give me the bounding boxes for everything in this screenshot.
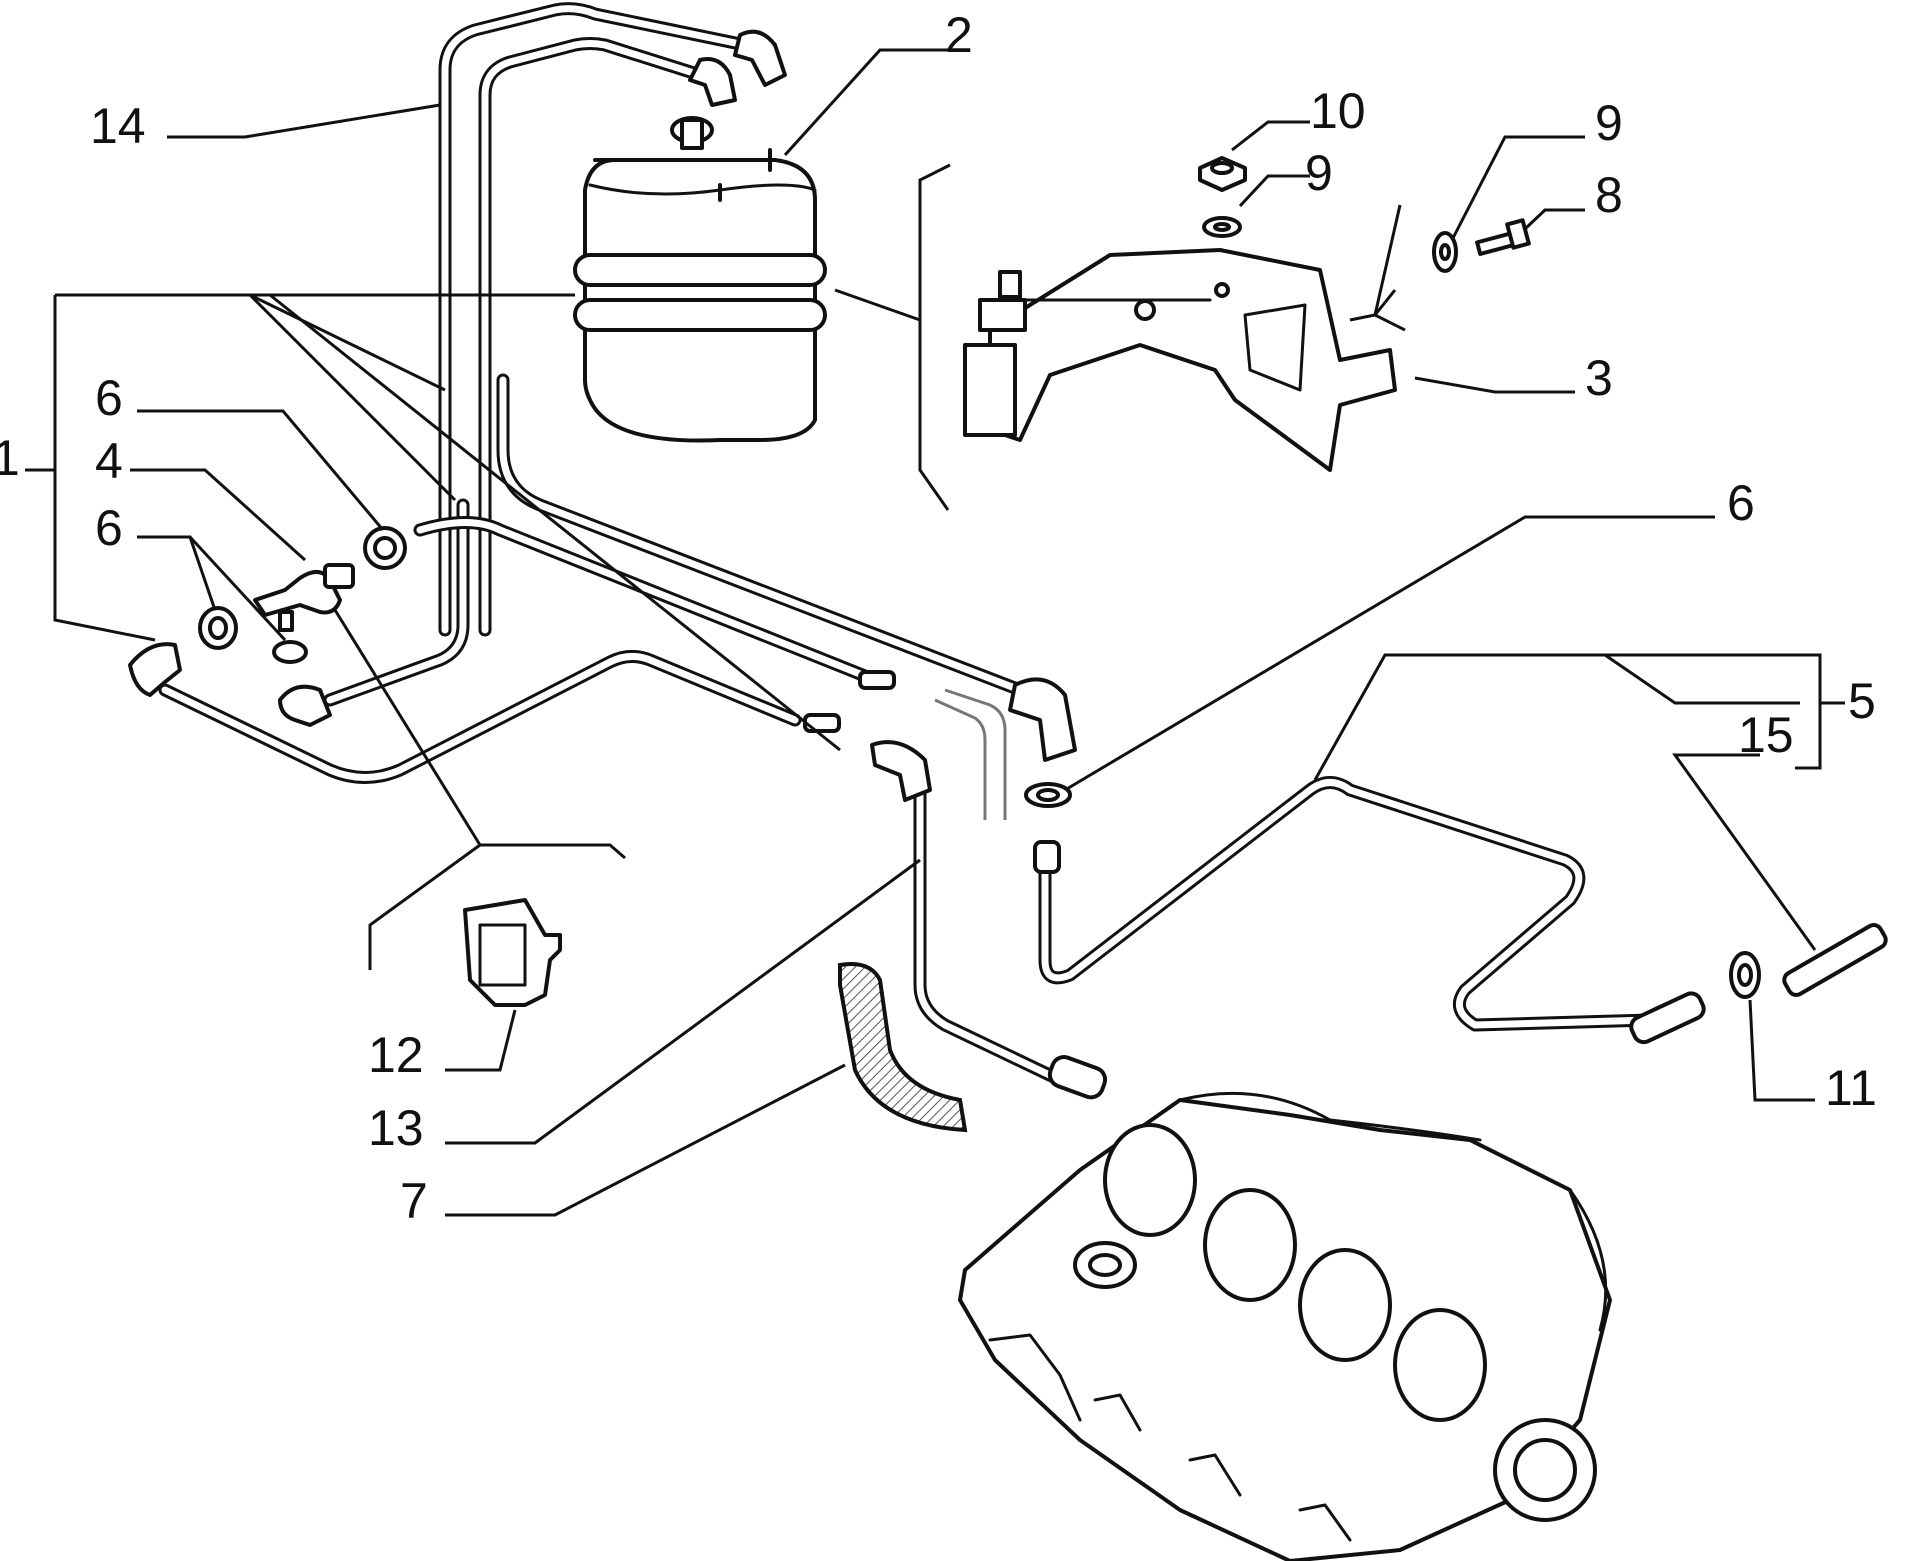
hose-7 — [838, 962, 968, 1133]
bolt-8 — [1475, 218, 1531, 256]
connector-mid-1 — [858, 670, 896, 690]
pipe-5-end — [1033, 840, 1061, 874]
callout-6-right: 6 — [1727, 475, 1755, 531]
washer-9-right — [1432, 231, 1458, 273]
callout-12: 12 — [368, 1027, 424, 1083]
pipe-6-upper — [413, 516, 877, 685]
pipe-14 — [438, 2, 752, 637]
callout-7: 7 — [400, 1173, 428, 1229]
connector-mid-2 — [803, 713, 841, 733]
callout-5: 5 — [1848, 673, 1876, 729]
pipe-long-right — [496, 373, 1027, 697]
group-bracket-1 — [25, 293, 841, 752]
pipe-13 — [913, 783, 1067, 1087]
intake-manifold — [958, 1091, 1612, 1561]
callout-8: 8 — [1595, 167, 1623, 223]
elbow-lower — [278, 684, 332, 727]
clamp-11 — [1729, 951, 1761, 999]
callout-15: 15 — [1738, 707, 1794, 763]
elbow-left — [128, 642, 182, 697]
leader-lines — [130, 48, 1817, 1217]
callout-4: 4 — [95, 433, 123, 489]
elbow-top-2 — [688, 57, 737, 107]
pipe-5 — [1038, 776, 1657, 1032]
callout-labels: 14 2 10 9 9 8 3 6 1 4 6 6 5 15 11 12 13 … — [0, 7, 1877, 1229]
elbow-pipe-6 — [1008, 677, 1077, 762]
canister — [573, 116, 827, 443]
clamp-6-upper — [363, 526, 407, 570]
pipe-5-sleeve — [1629, 991, 1706, 1045]
callout-2: 2 — [945, 7, 973, 63]
callout-13: 13 — [368, 1100, 424, 1156]
nut-10 — [1198, 156, 1247, 192]
callout-6-upper: 6 — [95, 370, 123, 426]
group-bracket-12 — [333, 609, 626, 970]
clamp-6-lower — [272, 640, 308, 664]
clip-12 — [463, 898, 562, 1007]
washer-9-upper — [1202, 216, 1242, 238]
group-bracket-3 — [834, 163, 1406, 511]
callout-14: 14 — [90, 98, 146, 154]
callout-6-left: 6 — [95, 500, 123, 556]
elbow-top-1 — [733, 29, 787, 87]
callout-3: 3 — [1585, 350, 1613, 406]
hose-lower-left — [323, 498, 470, 707]
bracket — [963, 248, 1397, 472]
valve — [253, 563, 355, 632]
group-bracket-5 — [1600, 653, 1845, 770]
callout-9-upper: 9 — [1305, 145, 1333, 201]
callout-9-right: 9 — [1595, 95, 1623, 151]
clamp-6-right — [1024, 782, 1072, 808]
connector-15 — [1782, 923, 1888, 997]
clamp-6-left — [198, 606, 238, 650]
callout-10: 10 — [1310, 83, 1366, 139]
pipe-faint — [934, 688, 1007, 820]
pipe-1-lower — [158, 650, 802, 784]
pipe-13-top — [870, 740, 932, 802]
pipe-13-end — [1047, 1055, 1108, 1100]
callout-1: 1 — [0, 430, 20, 486]
callout-11: 11 — [1825, 1060, 1877, 1116]
